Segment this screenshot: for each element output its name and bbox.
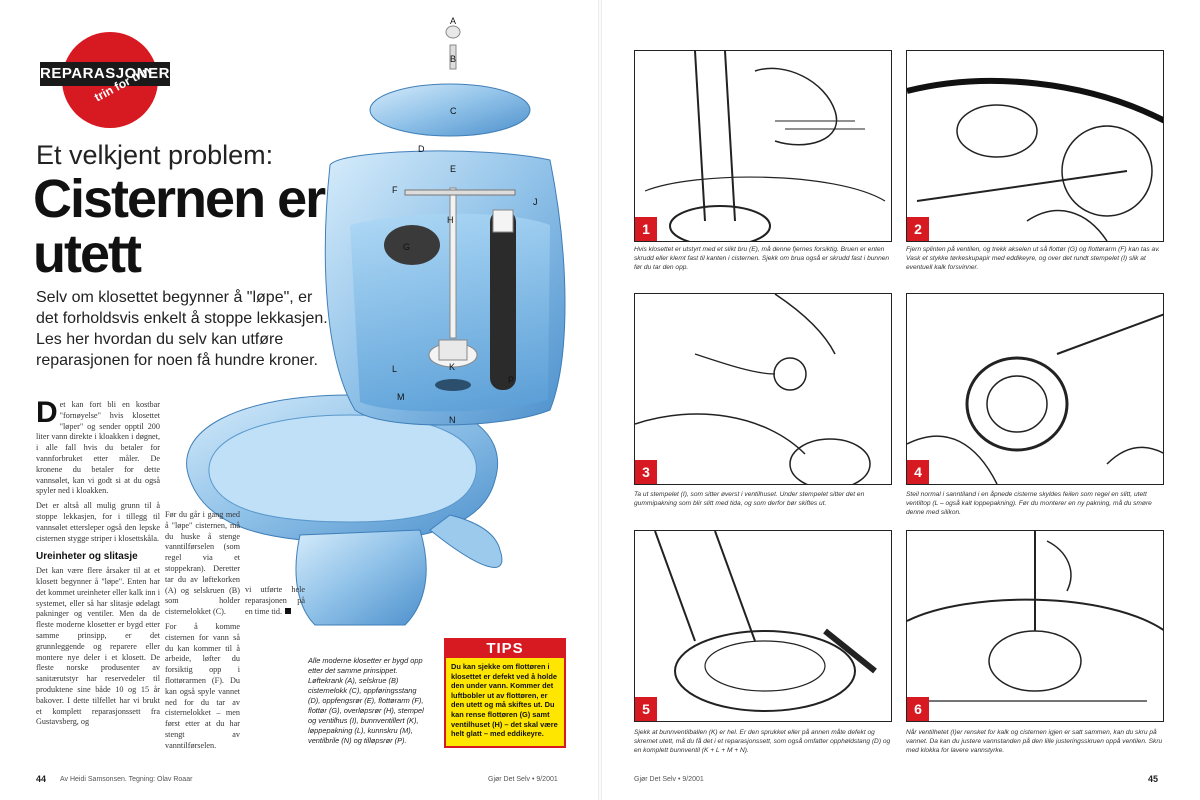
part-label: E [450,164,456,174]
body-paragraph: Før du går i gang med å "løpe" cisternen… [165,510,240,617]
step-caption: Hvis klosettet er utstyrt med et slikt b… [634,246,890,271]
step-caption: Fjern splinten på ventilen, og trekk aks… [906,246,1160,271]
part-label: K [449,362,455,372]
illustration-caption: Alle moderne klosetter er bygd opp etter… [308,656,424,745]
step-caption: Steil normal i sanntiland i en åpnede ci… [906,491,1152,516]
tips-body: Du kan sjekke om flottøren i klosettet e… [446,658,564,746]
part-label: F [392,185,398,195]
step-number: 3 [635,460,657,484]
step-number: 2 [907,217,929,241]
step-caption: Sjekk at bunnventilballen (K) er hel. Er… [634,729,891,754]
toilet-cutaway-illustration: A B C D E F G H J K L M N P [186,16,566,626]
part-label: B [450,54,456,64]
dropcap: D [36,396,58,429]
part-label: P [508,375,514,385]
section-badge: REPARASJONER trin for trin [40,32,170,132]
step-number: 5 [635,697,657,721]
tips-title: TIPS [446,640,564,658]
body-paragraph: et kan fort bli en kostbar "fornøyelse" … [36,400,160,496]
body-column-3: vi utførte hele reparasjonen på en time … [245,585,305,621]
step-number: 1 [635,217,657,241]
part-label: L [392,364,397,374]
body-paragraph: vi utførte hele reparasjonen på en time … [245,585,305,616]
headline: Cisternen er utett [33,169,326,284]
step-panel-3: 3 [634,293,892,485]
body-column-2: Før du går i gang med å "løpe" cisternen… [165,510,240,756]
end-mark [285,607,292,614]
step-number: 4 [907,460,929,484]
step-panel-4: 4 [906,293,1164,485]
page-number-left: 44 [36,774,47,784]
step-caption: Ta ut stempelet (I), som sitter øverst i… [634,491,865,507]
step-panel-2: 2 [906,50,1164,242]
body-paragraph: For å komme cisternen for vann så du kan… [165,621,240,750]
footer-credit: Av Heidi Samsonsen. Tegning: Olav Roaar [60,776,193,783]
body-paragraph: Det er altså all mulig grunn til å stopp… [36,501,160,543]
footer-mid-left: Gjør Det Selv • 9/2001 [488,776,558,783]
step-illustration [635,294,871,484]
step-illustration [907,78,1163,241]
kicker: Et velkjent problem: [36,140,274,170]
body-paragraph: Det kan være flere årsaker til at et klo… [36,566,160,727]
step-panel-1: 1 [634,50,892,242]
step-illustration [654,531,877,712]
part-label: M [397,392,405,402]
part-label: C [450,106,457,116]
part-label: H [447,215,454,225]
step-illustration [644,51,886,241]
footer-right: Gjør Det Selv • 9/2001 [634,776,704,783]
step-illustration [907,313,1163,484]
part-label: D [418,144,425,154]
step-number: 6 [907,697,929,721]
step-illustration [907,531,1163,702]
lede: Selv om klosettet begynner å "løpe", er … [36,289,328,369]
page-gutter [598,0,602,800]
step-caption: Når ventilhetet (I)er rensket for kalk o… [906,729,1163,754]
part-label: J [533,197,538,207]
page-number-right: 45 [1148,774,1159,784]
part-label: A [450,16,456,26]
badge-title: REPARASJONER [40,62,170,86]
step-panel-6: 6 [906,530,1164,722]
tips-box: TIPS Du kan sjekke om flottøren i kloset… [444,638,566,748]
part-label: G [403,242,410,252]
step-panel-5: 5 [634,530,892,722]
part-label: N [449,415,456,425]
part-labels: A B C D E F G H J K L M N P [392,16,538,425]
subhead: Ureinheter og slitasje [36,551,138,563]
